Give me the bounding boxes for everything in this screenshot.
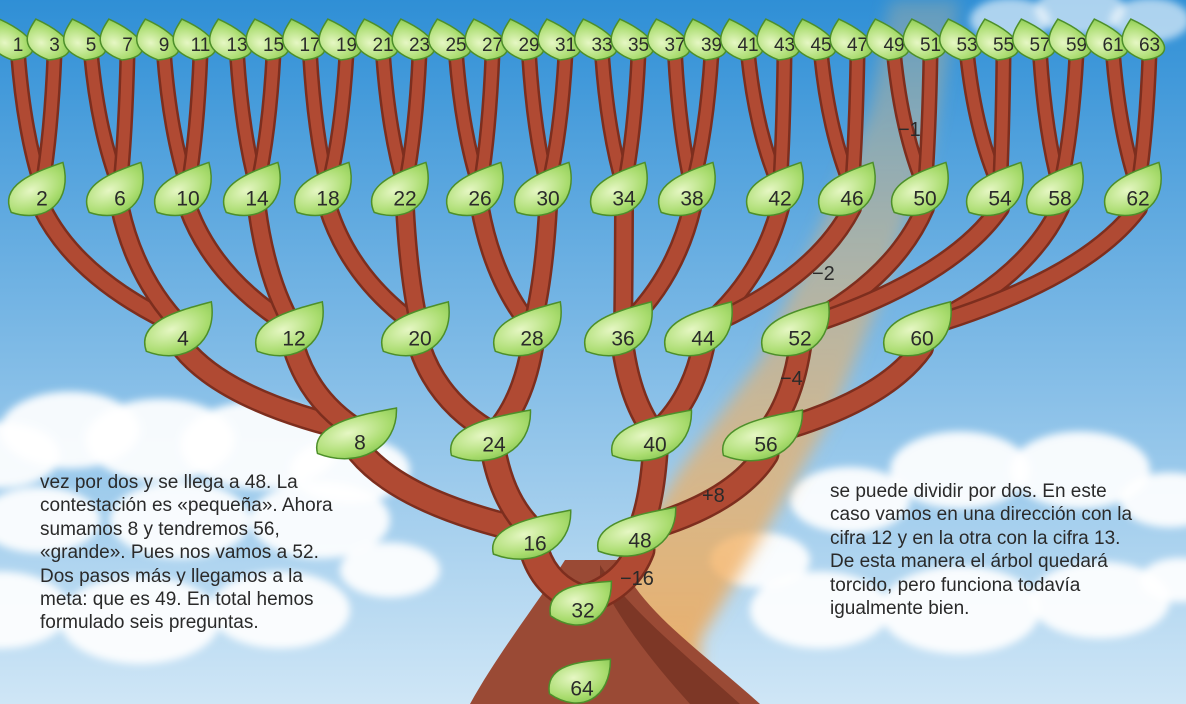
leaf-number: 24 — [482, 434, 506, 457]
leaf-number: 39 — [701, 35, 722, 56]
leaf-number: 64 — [570, 678, 594, 701]
leaf-number: 36 — [611, 328, 634, 351]
leaf-number: 46 — [840, 188, 863, 211]
leaf-number: 6 — [114, 188, 126, 211]
left-paragraph: vez por dos y se llega a 48. La contesta… — [40, 471, 420, 635]
right-line: torcido, pero funciona todavía — [830, 574, 1180, 597]
right-line: se puede dividir por dos. En este — [830, 480, 1180, 503]
leaf-number: 52 — [788, 328, 811, 351]
leaf-number: 32 — [571, 600, 594, 623]
leaf-number: 37 — [664, 35, 685, 56]
leaf-number: 34 — [612, 188, 636, 211]
leaf-number: 5 — [86, 35, 97, 56]
leaf-number: 1 — [13, 35, 24, 56]
leaf-number: 15 — [263, 35, 284, 56]
leaf-number: 29 — [518, 35, 539, 56]
leaf-number: 47 — [847, 35, 868, 56]
leaf-number: 50 — [913, 188, 936, 211]
leaf-number: 3 — [49, 35, 60, 56]
leaf-number: 40 — [643, 434, 666, 457]
leaf-number: 8 — [354, 432, 366, 455]
leaf-number: 9 — [159, 35, 170, 56]
leaf-number: 54 — [988, 188, 1012, 211]
leaf-number: 44 — [691, 328, 715, 351]
leaf-number: 19 — [336, 35, 357, 56]
right-line: igualmente bien. — [830, 597, 1180, 620]
leaf-number: 48 — [628, 530, 651, 553]
leaf-number: 63 — [1139, 35, 1160, 56]
leaf-number: 2 — [36, 188, 48, 211]
left-line: sumamos 8 y tendremos 56, — [40, 518, 420, 541]
path-step-label: +8 — [702, 485, 725, 507]
leaf-number: 27 — [482, 35, 503, 56]
left-line: vez por dos y se llega a 48. La — [40, 471, 420, 494]
left-line: Dos pasos más y llegamos a la — [40, 565, 420, 588]
right-line: cifra 12 y en la otra con la cifra 13. — [830, 527, 1180, 550]
leaf-number: 35 — [628, 35, 649, 56]
path-step-label: −1 — [898, 119, 921, 141]
leaf-number: 58 — [1048, 188, 1071, 211]
leaf-number: 51 — [920, 35, 941, 56]
leaf-number: 21 — [372, 35, 393, 56]
leaf-number: 12 — [282, 328, 305, 351]
leaf-number: 10 — [176, 188, 199, 211]
leaf-number: 25 — [445, 35, 466, 56]
branch-level1-fill — [780, 54, 785, 188]
leaf-number: 16 — [523, 533, 546, 556]
leaf-number: 57 — [1029, 35, 1050, 56]
leaf-number: 23 — [409, 35, 430, 56]
leaf-number: 49 — [883, 35, 904, 56]
right-line: caso vamos en una dirección con la — [830, 503, 1180, 526]
branch-level1-fill — [1000, 54, 1004, 188]
left-line: meta: que es 49. En total hemos — [40, 588, 420, 611]
leaf-number: 30 — [536, 188, 559, 211]
right-paragraph: se puede dividir por dos. En este caso v… — [830, 480, 1180, 620]
leaf-number: 22 — [393, 188, 416, 211]
path-step-label: −2 — [812, 263, 835, 285]
leaf-number: 42 — [768, 188, 791, 211]
path-step-label: −16 — [620, 568, 654, 590]
leaf-number: 14 — [245, 188, 269, 211]
leaf-number: 33 — [591, 35, 612, 56]
leaf-number: 61 — [1102, 35, 1123, 56]
leaf-number: 56 — [754, 434, 777, 457]
leaf-number: 26 — [468, 188, 491, 211]
left-line: formulado seis preguntas. — [40, 611, 420, 634]
leaf-number: 18 — [316, 188, 339, 211]
leaf-number: 55 — [993, 35, 1014, 56]
leaf-number: 45 — [810, 35, 831, 56]
right-line: De esta manera el árbol quedará — [830, 550, 1180, 573]
leaf-number: 13 — [226, 35, 247, 56]
leaf-number: 17 — [299, 35, 320, 56]
leaf-number: 20 — [408, 328, 431, 351]
left-line: «grande». Pues nos vamos a 52. — [40, 541, 420, 564]
leaf-number: 28 — [520, 328, 543, 351]
leaf-number: 43 — [774, 35, 795, 56]
leaf-number: 7 — [122, 35, 133, 56]
leaf-number: 41 — [737, 35, 758, 56]
leaf-number: 4 — [177, 328, 189, 351]
leaf-number: 59 — [1066, 35, 1087, 56]
left-line: contestación es «pequeña». Ahora — [40, 494, 420, 517]
path-step-label: −4 — [780, 368, 803, 390]
leaf-number: 11 — [191, 35, 211, 56]
leaf-number: 62 — [1126, 188, 1149, 211]
leaf-number: 38 — [680, 188, 703, 211]
leaf-number: 53 — [956, 35, 977, 56]
leaf-number: 60 — [910, 328, 933, 351]
leaf-number: 31 — [555, 35, 576, 56]
